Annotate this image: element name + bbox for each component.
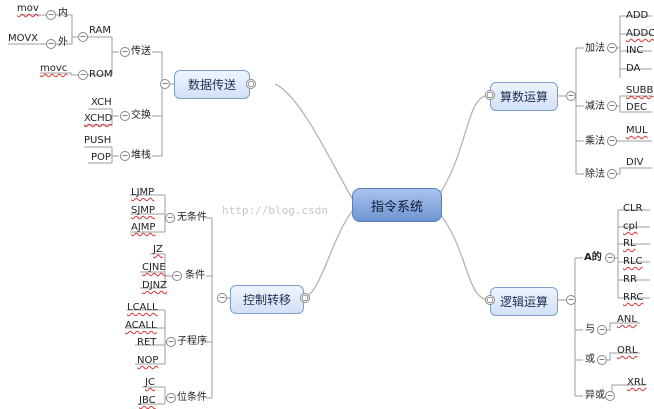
ar-mul: 乘法 (585, 136, 605, 147)
toggle-mul[interactable]: − (607, 136, 617, 146)
dt-inner: 内 (58, 8, 68, 19)
toggle-transfer[interactable]: − (120, 47, 130, 57)
toggle-uncond[interactable]: − (165, 213, 175, 223)
toggle-cond[interactable]: − (172, 271, 182, 281)
dt-exchange: 交换 (131, 110, 151, 121)
ct-uncond: 无条件 (177, 212, 207, 223)
center-node[interactable]: 指令系统 (352, 188, 442, 222)
lg-a-item: RL (623, 238, 636, 249)
toggle-ct[interactable]: − (217, 293, 227, 303)
ct-bit-item: JC (145, 377, 155, 388)
ar-add: 加法 (585, 43, 605, 54)
branch-logic[interactable]: 逻辑运算 (490, 287, 558, 316)
dt-xch: XCH (91, 97, 112, 108)
toggle-outer[interactable]: − (46, 39, 56, 49)
ar-sub: 减法 (585, 101, 605, 112)
ct-uncond-item: SJMP (131, 205, 155, 216)
ct-bit: 位条件 (177, 392, 207, 403)
lg-a-item: RLC (623, 256, 643, 267)
ct-sub-item: ACALL (125, 320, 157, 331)
dt-xchd: XCHD (84, 113, 113, 124)
lg-a-item: RR (623, 274, 637, 285)
toggle-a[interactable]: − (605, 253, 615, 263)
toggle-add[interactable]: − (607, 43, 617, 53)
dt-rom: ROM (89, 69, 113, 80)
dt-stack: 堆栈 (131, 150, 151, 161)
branch-control-transfer[interactable]: 控制转移 (230, 285, 304, 314)
ar-sub-item: DEC (626, 102, 648, 113)
ar-add-item: ADDC (626, 28, 654, 39)
ar-add-item: ADD (626, 10, 649, 21)
ct-cond: 条件 (185, 270, 205, 281)
lg-and-item: ANL (617, 314, 637, 325)
ar-div: 除法 (585, 169, 605, 180)
toggle-or[interactable]: − (597, 355, 607, 365)
toggle-div[interactable]: − (607, 169, 617, 179)
toggle-exchange[interactable]: − (120, 111, 130, 121)
toggle-bit[interactable]: − (166, 393, 176, 403)
toggle-control[interactable]: ○ (300, 293, 310, 303)
ct-cond-item: CJNE (142, 262, 166, 273)
toggle-sub-ct[interactable]: − (166, 337, 176, 347)
toggle-logic[interactable]: ○ (485, 295, 495, 305)
ct-bit-item: JBC (139, 395, 156, 406)
lg-or-item: ORL (617, 345, 638, 356)
lg-a: A的 (584, 252, 602, 263)
ct-sub: 子程序 (177, 336, 207, 347)
branch-logic-label: 逻辑运算 (499, 295, 548, 309)
ct-sub-item: RET (137, 337, 157, 348)
toggle-inner[interactable]: − (46, 10, 56, 20)
ct-cond-item: DJNZ (142, 280, 167, 291)
toggle-dt[interactable]: − (160, 79, 170, 89)
toggle-data-transfer[interactable]: ○ (246, 79, 256, 89)
toggle-lg[interactable]: − (566, 295, 576, 305)
toggle-stack[interactable]: − (120, 151, 130, 161)
toggle-and[interactable]: − (597, 325, 607, 335)
toggle-rom[interactable]: − (78, 70, 88, 80)
lg-a-item: RRC (623, 292, 644, 303)
lg-a-item: CLR (623, 203, 643, 214)
dt-mov: mov (17, 3, 39, 14)
dt-pop: POP (91, 152, 111, 163)
branch-arithmetic-label: 算数运算 (499, 90, 548, 104)
ar-mul-item: MUL (626, 125, 648, 136)
watermark: http://blog.csdn (222, 204, 328, 217)
branch-data-transfer[interactable]: 数据传送 (174, 70, 250, 99)
ar-div-item: DIV (626, 157, 644, 168)
lg-a-item: cpl (623, 221, 638, 232)
ar-add-item: INC (626, 45, 644, 56)
lg-xor-item: XRL (627, 377, 647, 388)
ar-add-item: DA (626, 63, 641, 74)
ar-sub-item: SUBB (626, 85, 654, 96)
ct-cond-item: JZ (153, 244, 163, 255)
dt-outer: 外 (58, 37, 68, 48)
dt-ram: RAM (89, 25, 112, 36)
dt-transfer: 传送 (131, 46, 151, 57)
lg-and: 与 (585, 324, 595, 335)
branch-arithmetic[interactable]: 算数运算 (490, 82, 558, 111)
dt-push: PUSH (84, 135, 112, 146)
ct-uncond-item: LJMP (131, 187, 155, 198)
toggle-ram[interactable]: − (78, 32, 88, 42)
watermark-text: http://blog.csdn (222, 204, 328, 217)
toggle-sub[interactable]: − (607, 101, 617, 111)
ct-sub-item: NOP (137, 355, 159, 366)
branch-data-transfer-label: 数据传送 (187, 78, 236, 92)
branch-control-transfer-label: 控制转移 (242, 293, 291, 307)
center-label: 指令系统 (370, 199, 423, 215)
ct-sub-item: LCALL (127, 302, 158, 313)
lg-or: 或 (585, 354, 595, 365)
dt-movx: MOVX (8, 33, 39, 44)
toggle-ar[interactable]: − (566, 91, 576, 101)
toggle-xor[interactable]: − (605, 391, 615, 401)
dt-movc: movc (40, 63, 68, 74)
lg-xor: 异或 (585, 390, 605, 401)
ct-uncond-item: AJMP (131, 222, 156, 233)
toggle-arith[interactable]: ○ (485, 90, 495, 100)
